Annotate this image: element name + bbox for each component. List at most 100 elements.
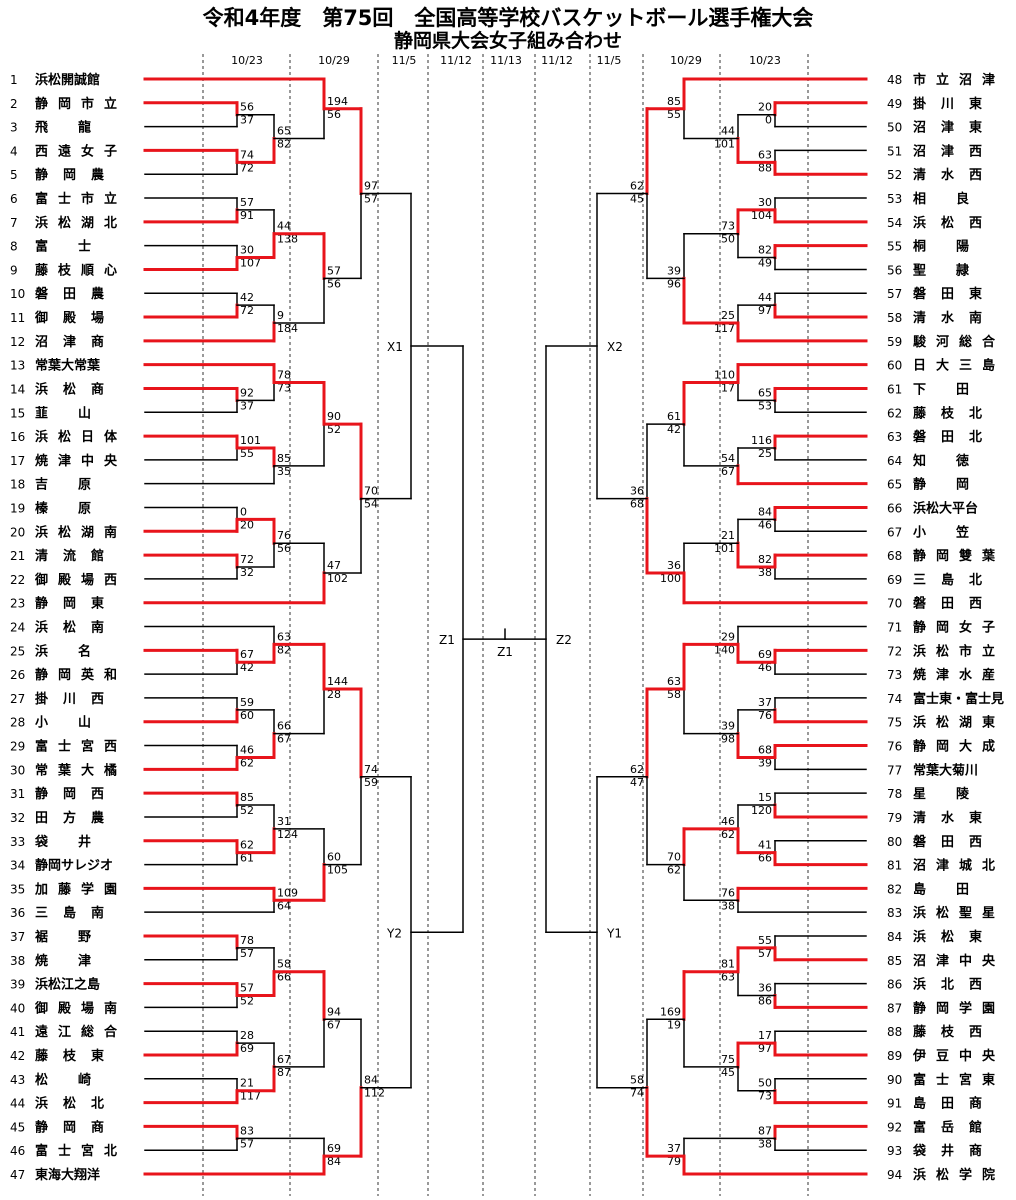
right-r3-score-a: 37 [667, 1142, 681, 1155]
left-team-name: 磐田農 [35, 286, 105, 302]
left-team-number: 9 [10, 263, 18, 277]
left-team-number: 30 [10, 763, 25, 777]
left-team-name: 静岡商 [35, 1119, 104, 1135]
left-team-name: 浜名 [35, 643, 91, 659]
right-team-number: 82 [887, 882, 902, 896]
left-team-name: 榛原 [35, 500, 91, 516]
right-team-number: 62 [887, 406, 902, 420]
round-date-label: 11/13 [490, 54, 522, 67]
left-team-number: 17 [10, 454, 25, 468]
left-r1-score-a: 92 [240, 386, 254, 399]
right-semifinal-y1-label: Y1 [606, 926, 622, 940]
right-team-number: 84 [887, 930, 902, 944]
left-r2-score-b: 124 [277, 828, 298, 841]
right-r1-score-b: 120 [751, 804, 772, 817]
left-r1-score-a: 42 [240, 291, 254, 304]
left-team-name: 常葉大常葉 [35, 358, 101, 374]
right-team-number: 87 [887, 1001, 902, 1015]
left-team-name: 藤枝東 [35, 1048, 104, 1064]
left-team-number: 19 [10, 501, 25, 515]
left-team-number: 27 [10, 692, 25, 706]
right-r1-score-b: 76 [758, 709, 772, 722]
right-r2-score-a: 46 [721, 815, 735, 828]
right-r1-score-a: 41 [758, 839, 772, 852]
right-team-number: 64 [887, 454, 902, 468]
right-r1-score-a: 82 [758, 244, 772, 257]
tournament-title: 令和4年度 第75回 全国高等学校バスケットボール選手権大会 [202, 6, 814, 30]
right-team-name: 富岳館 [913, 1119, 982, 1135]
right-team-name: 富士宮東 [913, 1072, 995, 1088]
right-r1-score-a: 36 [758, 981, 772, 994]
right-r3-score-b: 62 [667, 864, 681, 877]
left-team-name: 富士宮北 [35, 1143, 117, 1159]
right-r1-score-b: 46 [758, 661, 772, 674]
right-r1-score-a: 65 [758, 386, 772, 399]
right-r2-score-b: 101 [714, 138, 735, 151]
right-r2-score-a: 29 [721, 630, 735, 643]
left-r1-score-a: 57 [240, 981, 254, 994]
left-team-number: 14 [10, 382, 25, 396]
right-r2-score-b: 38 [721, 899, 735, 912]
left-team-number: 6 [10, 192, 18, 206]
right-team-name: 沼津西 [913, 143, 982, 159]
left-team-number: 22 [10, 573, 25, 587]
left-r1-score-a: 62 [240, 839, 254, 852]
left-r2-score-a: 67 [277, 1053, 291, 1066]
left-r3-score-a: 47 [327, 559, 341, 572]
right-r1-score-a: 69 [758, 648, 772, 661]
right-r2-score-b: 101 [714, 542, 735, 555]
left-team-name: 沼津商 [35, 334, 104, 350]
right-r2-score-a: 73 [721, 220, 735, 233]
left-r4-score-b: 54 [364, 498, 378, 511]
left-team-name: 浜松湖北 [35, 215, 117, 231]
left-r1-score-b: 107 [240, 257, 261, 270]
right-r1-score-b: 53 [758, 399, 772, 412]
left-team-name: 静岡市立 [35, 96, 117, 112]
left-r2-score-a: 31 [277, 815, 291, 828]
right-team-name: 磐田西 [913, 834, 982, 850]
left-r2-score-b: 56 [277, 542, 291, 555]
left-r1-score-a: 28 [240, 1029, 254, 1042]
right-r2-score-a: 110 [714, 369, 735, 382]
left-r3-score-b: 84 [327, 1155, 341, 1168]
right-r1-score-b: 49 [758, 257, 772, 270]
right-team-number: 71 [887, 621, 902, 635]
left-r1-score-a: 72 [240, 553, 254, 566]
right-team-number: 67 [887, 525, 902, 539]
right-team-name: 静岡 [913, 477, 969, 493]
left-r2-score-b: 64 [277, 899, 291, 912]
left-r1-score-a: 83 [240, 1124, 254, 1137]
left-r1-score-a: 46 [240, 743, 254, 756]
right-team-number: 89 [887, 1049, 902, 1063]
left-r1-score-b: 117 [240, 1090, 261, 1103]
right-team-number: 76 [887, 740, 902, 754]
right-team-number: 83 [887, 906, 902, 920]
right-team-name: 磐田北 [913, 429, 982, 445]
left-r3-score-a: 60 [327, 851, 341, 864]
left-team-number: 35 [10, 882, 25, 896]
right-r2-score-a: 21 [721, 529, 735, 542]
right-team-name: 掛川東 [913, 96, 982, 112]
right-r1-score-b: 38 [758, 1137, 772, 1150]
left-r2-score-b: 82 [277, 138, 291, 151]
left-team-number: 38 [10, 954, 25, 968]
right-team-number: 69 [887, 573, 902, 587]
left-r1-score-b: 91 [240, 209, 254, 222]
right-team-name: 浜松市立 [913, 643, 995, 659]
left-team-name: 藤枝順心 [35, 262, 117, 278]
left-team-number: 4 [10, 144, 18, 158]
right-r4-score-a: 62 [630, 180, 644, 193]
right-r1-score-a: 87 [758, 1124, 772, 1137]
right-team-number: 63 [887, 430, 902, 444]
right-team-name: 伊豆中央 [912, 1048, 996, 1064]
right-r1-score-b: 88 [758, 161, 772, 174]
left-r3-score-a: 94 [327, 1005, 341, 1018]
right-r3-score-a: 39 [667, 264, 681, 277]
right-r3-score-b: 58 [667, 688, 681, 701]
right-r1-score-a: 17 [758, 1029, 772, 1042]
left-team-name: 田方農 [35, 810, 105, 826]
right-team-number: 94 [887, 1168, 902, 1182]
right-team-name: 浜松西 [913, 215, 982, 231]
right-team-name: 清水東 [913, 810, 982, 826]
left-r3-score-a: 90 [327, 410, 341, 423]
